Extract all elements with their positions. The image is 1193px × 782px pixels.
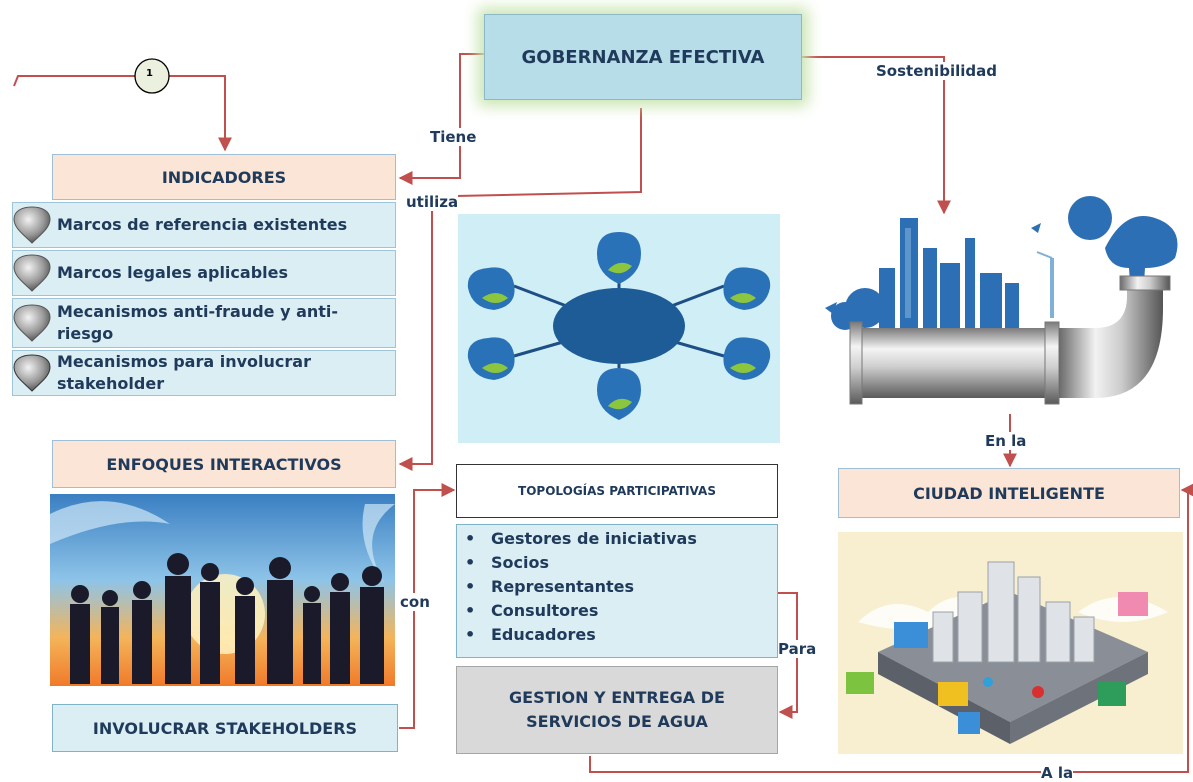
gestion-servicios-agua-box: GESTION Y ENTREGA DE SERVICIOS DE AGUA <box>456 666 778 754</box>
governance-network-image <box>458 214 780 443</box>
topologias-list-box: Gestores de iniciativas Socios Represent… <box>456 524 778 658</box>
sustainability-city-pipe-image <box>825 196 1178 405</box>
indicadores-item-label: Mecanismos para involucrar stakeholder <box>57 352 311 393</box>
label-para: Para <box>778 640 817 658</box>
list-item: Socios <box>465 551 773 575</box>
label-tiene: Tiene <box>430 128 477 146</box>
enfoques-interactivos-box: ENFOQUES INTERACTIVOS <box>52 440 396 488</box>
indicadores-box: INDICADORES <box>52 154 396 200</box>
ciudad-inteligente-box: CIUDAD INTELIGENTE <box>838 468 1180 518</box>
list-item: Representantes <box>465 575 773 599</box>
utiliza-line <box>455 108 642 197</box>
gestion-servicios-agua-text: GESTION Y ENTREGA DE SERVICIOS DE AGUA <box>509 688 725 731</box>
tiene-line <box>398 53 484 185</box>
involucrar-stakeholders-box: INVOLUCRAR STAKEHOLDERS <box>52 704 398 752</box>
connector-number: 1 <box>146 68 153 79</box>
topologias-title: TOPOLOGÍAS PARTICIPATIVAS <box>518 484 716 498</box>
utiliza-down-line <box>398 210 433 471</box>
indicadores-item: Mecanismos anti-fraude y anti-riesgo <box>12 298 396 348</box>
indicadores-item-label: Marcos de referencia existentes <box>57 215 348 234</box>
indicadores-item: Marcos legales aplicables <box>12 250 396 296</box>
a-la-line <box>589 483 1193 773</box>
droplet-icon <box>13 206 51 244</box>
stakeholders-photo <box>50 494 395 686</box>
enfoques-interactivos-text: ENFOQUES INTERACTIVOS <box>106 454 342 474</box>
connector-in-line <box>13 75 136 87</box>
droplet-icon <box>13 254 51 292</box>
list-item: Consultores <box>465 599 773 623</box>
gobernanza-efectiva-text: GOBERNANZA EFECTIVA <box>521 46 765 68</box>
sostenibilidad-line <box>802 56 951 215</box>
smart-city-image <box>838 532 1183 754</box>
label-utiliza: utiliza <box>406 193 459 211</box>
topologias-box: TOPOLOGÍAS PARTICIPATIVAS <box>456 464 778 518</box>
indicadores-item-label: Marcos legales aplicables <box>57 263 289 282</box>
label-con: con <box>400 593 430 611</box>
list-item: Gestores de iniciativas <box>465 527 773 551</box>
label-sostenibilidad: Sostenibilidad <box>876 62 997 80</box>
topologias-list: Gestores de iniciativas Socios Represent… <box>461 527 773 647</box>
label-en-la: En la <box>985 432 1027 450</box>
involucrar-stakeholders-text: INVOLUCRAR STAKEHOLDERS <box>92 718 358 738</box>
indicadores-item: Marcos de referencia existentes <box>12 202 396 248</box>
gobernanza-efectiva-box: GOBERNANZA EFECTIVA <box>484 14 802 100</box>
indicadores-item-label: Mecanismos anti-fraude y anti-riesgo <box>57 302 339 343</box>
indicadores-item: Mecanismos para involucrar stakeholder <box>12 350 396 396</box>
label-a-la: A la <box>1041 764 1074 782</box>
droplet-icon <box>13 304 51 342</box>
list-item: Educadores <box>465 623 773 647</box>
droplet-icon <box>13 354 51 392</box>
ciudad-inteligente-text: CIUDAD INTELIGENTE <box>913 483 1105 503</box>
connector-circle <box>134 58 170 94</box>
connector-to-indicadores <box>168 75 232 152</box>
indicadores-title: INDICADORES <box>161 167 287 187</box>
